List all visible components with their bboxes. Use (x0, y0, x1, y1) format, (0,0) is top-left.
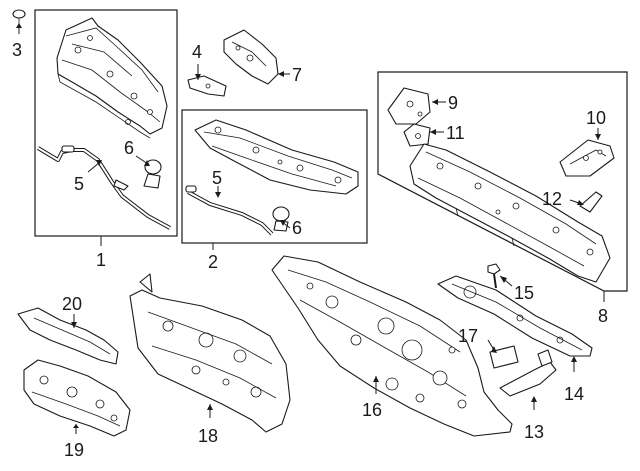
callout-19: 19 (64, 440, 84, 460)
bracket-11-part (403, 123, 444, 147)
callout-8: 8 (598, 306, 608, 326)
insulator-20-part (17, 307, 119, 365)
leaders (87, 155, 291, 229)
bracket-17-part (487, 339, 519, 369)
bracket-12-part (569, 191, 603, 213)
callout-14: 14 (564, 384, 584, 404)
callout-labels: 1 2 3 4 5 5 6 6 7 8 9 10 11 12 13 14 15 … (12, 40, 608, 460)
bracket-10-part (559, 128, 615, 177)
drain-hose-icon (36, 145, 171, 230)
group-8-frame (377, 71, 628, 302)
callout-5b: 5 (212, 168, 222, 188)
bolt-icon (487, 263, 513, 289)
callout-2: 2 (208, 252, 218, 272)
brace-14-part (437, 275, 593, 372)
grommet-6-part-a (143, 159, 162, 189)
push-clip-icon (12, 9, 26, 34)
callout-13: 13 (524, 422, 544, 442)
drain-hose-icon (185, 185, 274, 236)
callout-11: 11 (446, 123, 465, 143)
cowl-panel-2-part (194, 119, 359, 195)
bracket-13-part (499, 349, 557, 410)
group-1-frame (34, 9, 178, 246)
group-2-frame (181, 109, 368, 250)
callout-4: 4 (192, 42, 202, 62)
callout-15: 15 (514, 283, 534, 303)
callout-18: 18 (198, 426, 218, 446)
cowl-panel-8-part (409, 143, 611, 283)
insulator-18-part (129, 273, 291, 433)
bracket-4-part (187, 64, 227, 97)
bracket-7-part (223, 29, 290, 85)
callout-20: 20 (62, 294, 82, 314)
callout-3: 3 (12, 40, 22, 60)
callout-10: 10 (586, 108, 606, 128)
callout-6b: 6 (292, 218, 302, 238)
insulator-19-part (23, 359, 131, 437)
callout-9: 9 (448, 93, 458, 113)
bracket-9-part (387, 87, 446, 125)
callout-6a: 6 (124, 138, 134, 158)
dash-panel-16-part (271, 255, 513, 437)
callout-7: 7 (292, 65, 302, 85)
callout-16: 16 (362, 400, 382, 420)
callout-17: 17 (458, 326, 478, 346)
grommet-6-part-b (272, 206, 290, 232)
callout-5a: 5 (74, 174, 84, 194)
callout-12: 12 (542, 189, 562, 209)
callout-1: 1 (96, 250, 106, 270)
cowl-panel-1-part (56, 17, 168, 139)
